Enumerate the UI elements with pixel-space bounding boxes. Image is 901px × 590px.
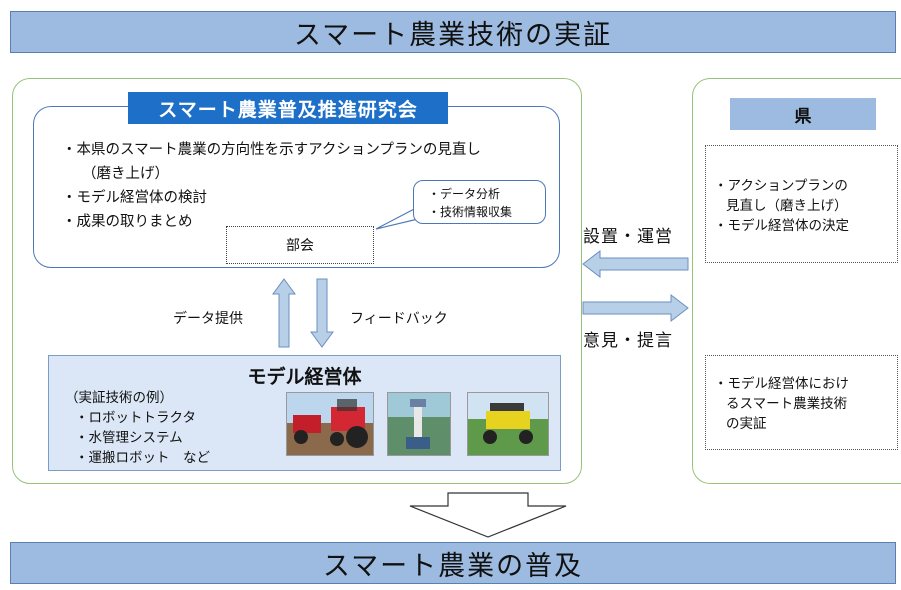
- model-examples: （実証技術の例） ・ロボットトラクタ ・水管理システム ・運搬ロボット など: [65, 388, 210, 468]
- right-arrow-icon: [582, 294, 689, 322]
- water-management-photo: [387, 392, 451, 456]
- top-banner-text: スマート農業技術の実証: [293, 19, 613, 51]
- setup-operation-label: 設置・運営: [583, 227, 673, 247]
- study-bullet-1: ・本県のスマート農業の方向性を示すアクションプランの見直し: [62, 142, 481, 158]
- model-farm-title: モデル経営体: [247, 366, 362, 388]
- study-bullet-3: ・成果の取りまとめ: [62, 214, 193, 230]
- subcommittee-box: 部会: [226, 226, 374, 264]
- subcommittee-label: 部会: [286, 238, 314, 254]
- prefecture-tasks-box: ・アクションプランの 見直し（磨き上げ） ・モデル経営体の決定: [705, 145, 898, 263]
- opinion-proposal-label: 意見・提言: [583, 331, 673, 351]
- pref-b-line-1: ・モデル経営体におけ: [714, 376, 849, 392]
- up-arrow-icon: [272, 278, 296, 348]
- bubble-item-2: ・技術情報収集: [428, 205, 513, 219]
- data-provision-label: データ提供: [173, 311, 243, 327]
- study-group-bullets: ・本県のスマート農業の方向性を示すアクションプランの見直し （磨き上げ） ・モデ…: [62, 138, 481, 234]
- study-group-title: スマート農業普及推進研究会: [128, 92, 448, 124]
- pref-a-line-1: ・アクションプランの: [714, 178, 848, 194]
- bottom-banner-text: スマート農業の普及: [322, 550, 584, 582]
- left-arrow-icon: [582, 250, 689, 278]
- prefecture-demo-box: ・モデル経営体におけ るスマート農業技術 の実証: [705, 355, 898, 450]
- pref-b-line-3: の実証: [726, 416, 767, 432]
- example-3: ・運搬ロボット など: [75, 450, 210, 466]
- analysis-bubble: ・データ分析 ・技術情報収集: [413, 180, 546, 224]
- bottom-banner: スマート農業の普及: [10, 542, 896, 584]
- top-banner: スマート農業技術の実証: [10, 11, 896, 53]
- transport-robot-photo: [467, 392, 549, 456]
- study-bullet-1-cont: （磨き上げ）: [82, 166, 169, 182]
- pref-a-line-2: 見直し（磨き上げ）: [726, 198, 848, 214]
- bubble-item-1: ・データ分析: [428, 187, 501, 201]
- big-down-arrow-icon: [409, 492, 567, 538]
- example-2: ・水管理システム: [75, 430, 183, 446]
- examples-heading: （実証技術の例）: [65, 390, 173, 406]
- prefecture-label: 県: [730, 98, 876, 130]
- example-1: ・ロボットトラクタ: [75, 410, 196, 426]
- robot-tractor-photo: [286, 392, 374, 456]
- study-bullet-2: ・モデル経営体の検討: [62, 190, 207, 206]
- down-arrow-icon: [310, 278, 334, 348]
- pref-a-line-3: ・モデル経営体の決定: [714, 218, 849, 234]
- feedback-label: フィードバック: [350, 311, 448, 327]
- pref-b-line-2: るスマート農業技術: [726, 396, 848, 412]
